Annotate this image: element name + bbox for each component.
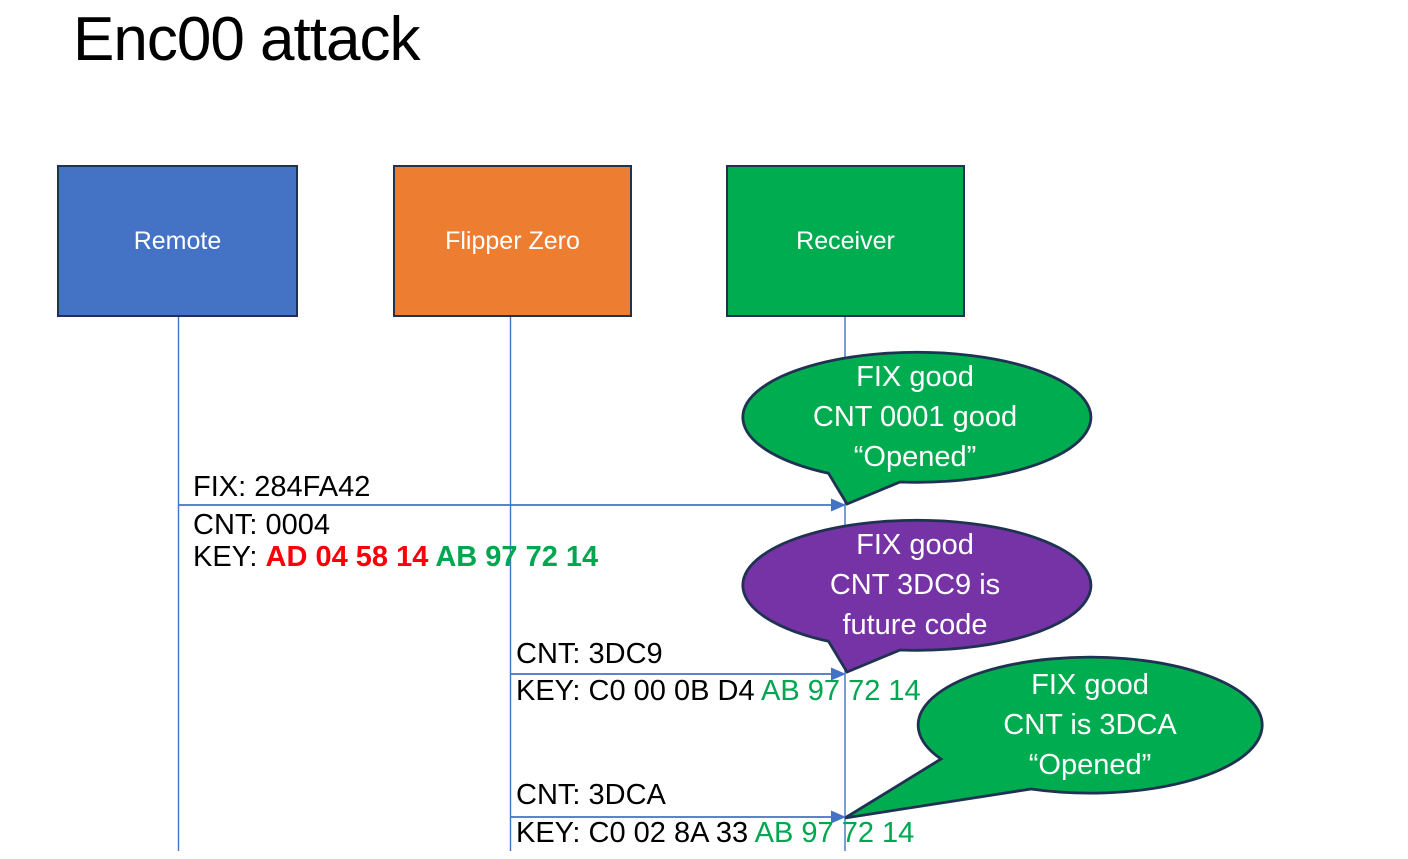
message1-key-hex-red: AD 04 58 14 — [265, 541, 436, 573]
message2-cnt: CNT: 3DC9 — [516, 638, 663, 670]
message-arrow-3 — [510, 810, 846, 824]
message1-fix: FIX: 284FA42 — [193, 471, 371, 503]
actor-label-flipper-zero: Flipper Zero — [445, 226, 580, 255]
message3-key-prefix: KEY: C0 02 8A 33 — [516, 817, 755, 849]
actor-box-receiver: Receiver — [726, 165, 965, 317]
message1-key: KEY: AD 04 58 14 AB 97 72 14 — [193, 543, 598, 572]
callout1-line3: “Opened” — [853, 441, 977, 473]
callout1-line1: FIX good — [856, 361, 974, 393]
actor-box-flipper-zero: Flipper Zero — [393, 165, 632, 317]
actor-label-remote: Remote — [133, 226, 222, 255]
message3-key: KEY: C0 02 8A 33 AB 97 72 14 — [516, 819, 914, 848]
callout-bubble-opened-2 — [844, 655, 1264, 820]
message-arrow-1 — [178, 498, 846, 512]
message1-key-prefix: KEY: — [193, 541, 266, 573]
callout1-line2: CNT 0001 good — [812, 401, 1018, 433]
actor-box-remote: Remote — [57, 165, 298, 317]
callout2-line3: future code — [842, 609, 988, 641]
message-arrow-2 — [510, 667, 846, 681]
callout2-line2: CNT 3DC9 is — [829, 569, 1001, 601]
callout-bubble-opened-1 — [741, 350, 1093, 506]
arrowhead-icon — [831, 810, 846, 824]
slide-title: Enc00 attack — [73, 5, 420, 74]
actor-label-receiver: Receiver — [796, 226, 895, 255]
message3-cnt: CNT: 3DCA — [516, 779, 666, 811]
callout-text-future-code: FIX good CNT 3DC9 is future code — [740, 525, 1090, 645]
message1-cnt: CNT: 0004 — [193, 509, 331, 541]
arrowhead-icon — [831, 498, 846, 512]
callout-bubble-future-code — [741, 518, 1093, 674]
message2-key-prefix: KEY: C0 00 0B D4 — [516, 675, 762, 707]
callout3-line2: CNT is 3DCA — [1003, 709, 1177, 741]
callout2-line1: FIX good — [856, 529, 974, 561]
arrowhead-icon — [831, 667, 846, 681]
callout3-line1: FIX good — [1031, 669, 1149, 701]
message2-key: KEY: C0 00 0B D4 AB 97 72 14 — [516, 677, 921, 706]
callout3-line3: “Opened” — [1028, 749, 1152, 781]
message1-key-hex-green: AB 97 72 14 — [435, 541, 599, 573]
callout-text-opened-1: FIX good CNT 0001 good “Opened” — [740, 357, 1090, 477]
message3-key-hex-green: AB 97 72 14 — [754, 817, 915, 849]
callout-text-opened-2: FIX good CNT is 3DCA “Opened” — [915, 665, 1265, 785]
message2-key-hex-green: AB 97 72 14 — [761, 675, 921, 707]
